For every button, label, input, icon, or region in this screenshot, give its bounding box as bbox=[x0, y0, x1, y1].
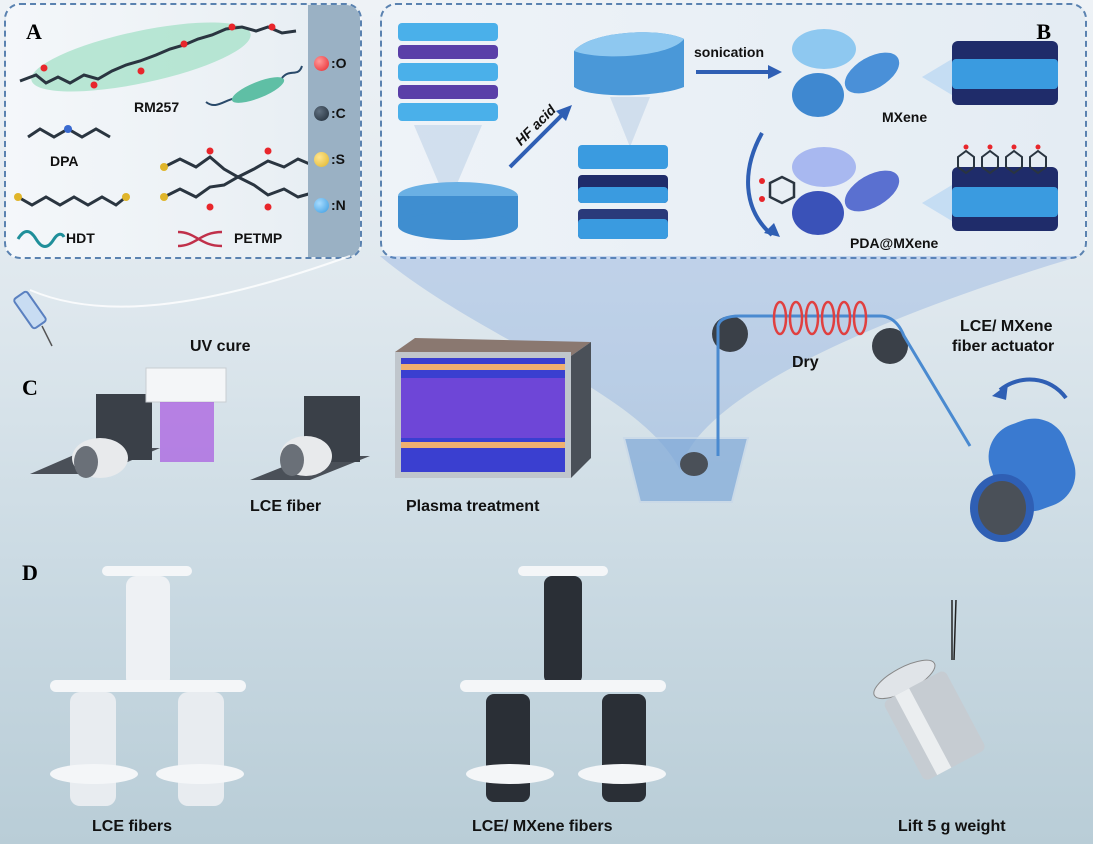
pda-mxene-label: PDA@MXene bbox=[850, 235, 939, 251]
hdt-molecule bbox=[14, 193, 130, 207]
uv-cure-label: UV cure bbox=[190, 338, 251, 355]
legend-item-oxygen: :O bbox=[314, 55, 347, 71]
dpa-molecule bbox=[27, 125, 111, 139]
mxene-label: MXene bbox=[882, 109, 928, 125]
lce-fibers-spools bbox=[50, 566, 246, 806]
rotation-arrow-icon bbox=[992, 377, 1068, 400]
pda-mxene-structure bbox=[922, 144, 1058, 231]
hf-arrow bbox=[508, 105, 572, 169]
lce-mxene-fibers-spools bbox=[460, 566, 666, 802]
actuator-label-line2: fiber actuator bbox=[952, 338, 1055, 355]
lift-weight-caption: Lift 5 g weight bbox=[898, 818, 1006, 835]
legend-item-carbon: :C bbox=[314, 105, 346, 121]
petmp-label: PETMP bbox=[234, 230, 283, 246]
legend-item-nitrogen: :N bbox=[314, 197, 346, 213]
panel-c-letter: C bbox=[22, 375, 38, 400]
carbon-atom-icon bbox=[314, 105, 329, 121]
etched-flakes bbox=[574, 32, 684, 147]
lce-fiber-label: LCE fiber bbox=[250, 498, 322, 515]
lifted-weight bbox=[873, 599, 985, 780]
callout-funnels bbox=[29, 255, 1080, 470]
mxene-multilayer bbox=[578, 145, 668, 239]
actuator-spool bbox=[970, 418, 1076, 542]
hdt-symbol-icon bbox=[16, 230, 66, 248]
panel-a-box: A RM257 DPA HDT PETMP :O bbox=[4, 3, 362, 259]
dpa-label: DPA bbox=[50, 153, 79, 169]
oxygen-atom-icon bbox=[314, 55, 329, 71]
sonication-arrow bbox=[696, 65, 782, 79]
pda-mxene-flakes bbox=[792, 147, 900, 235]
rm257-label: RM257 bbox=[134, 99, 180, 115]
plasma-chamber bbox=[395, 338, 591, 478]
atom-legend: :O :C :S :N bbox=[308, 5, 360, 257]
lce-fiber-spool-station bbox=[250, 396, 370, 480]
lce-mxene-fibers-caption: LCE/ MXene fibers bbox=[472, 818, 613, 835]
hdt-label: HDT bbox=[66, 230, 95, 246]
panel-d-letter: D bbox=[22, 560, 38, 585]
petmp-molecule bbox=[160, 147, 316, 211]
mxene-flakes bbox=[792, 29, 900, 117]
sulfur-atom-icon bbox=[314, 151, 329, 167]
uv-cure-station bbox=[30, 367, 227, 478]
lce-fibers-caption: LCE fibers bbox=[92, 818, 173, 835]
petmp-symbol-icon bbox=[177, 230, 223, 248]
syringe-icon bbox=[13, 290, 53, 347]
legend-item-sulfur: :S bbox=[314, 151, 345, 167]
drying-line bbox=[712, 300, 972, 456]
actuator-label-line1: LCE/ MXene bbox=[960, 318, 1053, 335]
panel-b-letter: B bbox=[1036, 19, 1051, 44]
plasma-treatment-label: Plasma treatment bbox=[406, 498, 540, 515]
mesogen-icon bbox=[205, 65, 303, 107]
max-phase-layers bbox=[398, 23, 498, 205]
panel-b-box: B HF acid sonication bbox=[380, 3, 1087, 259]
rm257-molecule bbox=[19, 22, 297, 92]
dry-label: Dry bbox=[792, 354, 819, 371]
sonication-label: sonication bbox=[694, 44, 765, 60]
mxene-structure bbox=[922, 41, 1058, 105]
nitrogen-atom-icon bbox=[314, 197, 329, 213]
pda-arrow bbox=[746, 132, 780, 237]
max-disk bbox=[398, 182, 518, 240]
panel-a-letter: A bbox=[26, 19, 42, 44]
